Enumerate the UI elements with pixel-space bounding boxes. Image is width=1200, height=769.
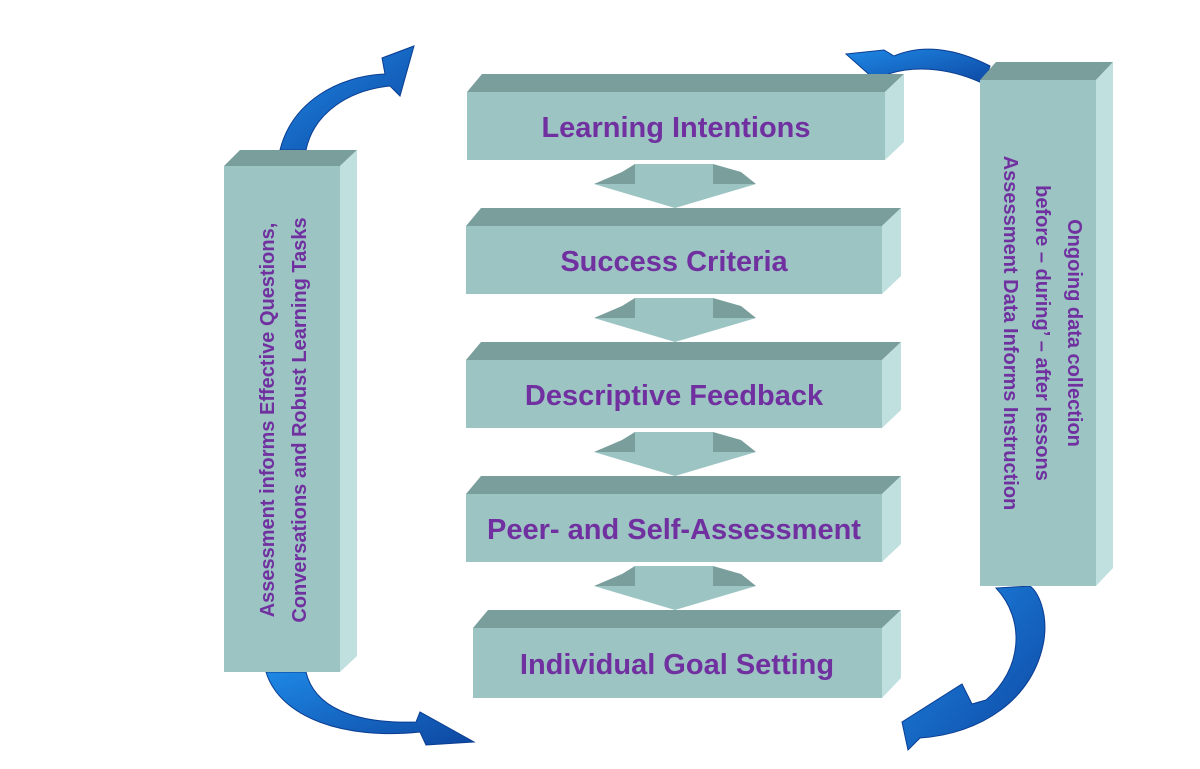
right-panel-line-1: Ongoing data collection bbox=[1063, 219, 1085, 447]
cycle-arrow-top-left bbox=[279, 45, 415, 151]
right-panel-line-3: Assessment Data Informs Instruction bbox=[999, 156, 1021, 511]
cycle-arrow-bottom-left bbox=[265, 671, 476, 746]
right-panel-line-2: before – during’ – after lessons bbox=[1031, 185, 1053, 481]
step-label-success-criteria: Success Criteria bbox=[560, 246, 788, 278]
step-label-descriptive-feedback: Descriptive Feedback bbox=[525, 380, 824, 412]
step-box-peer-self-assessment: Peer- and Self-Assessment bbox=[466, 476, 901, 562]
step-label-peer-self-assessment: Peer- and Self-Assessment bbox=[487, 514, 861, 546]
right-panel: Ongoing data collection before – during’… bbox=[980, 62, 1113, 586]
left-panel-line-1: Assessment informs Effective Questions, bbox=[257, 223, 279, 618]
step-box-learning-intentions: Learning Intentions bbox=[467, 74, 904, 160]
step-label-individual-goal-setting: Individual Goal Setting bbox=[520, 649, 834, 681]
down-arrow-4 bbox=[594, 566, 756, 610]
down-arrow-1 bbox=[594, 164, 756, 208]
step-label-learning-intentions: Learning Intentions bbox=[541, 112, 810, 144]
step-box-success-criteria: Success Criteria bbox=[466, 208, 901, 294]
down-arrow-2 bbox=[594, 298, 756, 342]
step-box-individual-goal-setting: Individual Goal Setting bbox=[473, 610, 901, 698]
step-box-descriptive-feedback: Descriptive Feedback bbox=[466, 342, 901, 428]
down-arrow-3 bbox=[594, 432, 756, 476]
cycle-arrow-bottom-right bbox=[901, 585, 1046, 752]
left-panel: Assessment informs Effective Questions, … bbox=[224, 150, 357, 672]
left-panel-line-2: Conversations and Robust Learning Tasks bbox=[289, 217, 311, 622]
